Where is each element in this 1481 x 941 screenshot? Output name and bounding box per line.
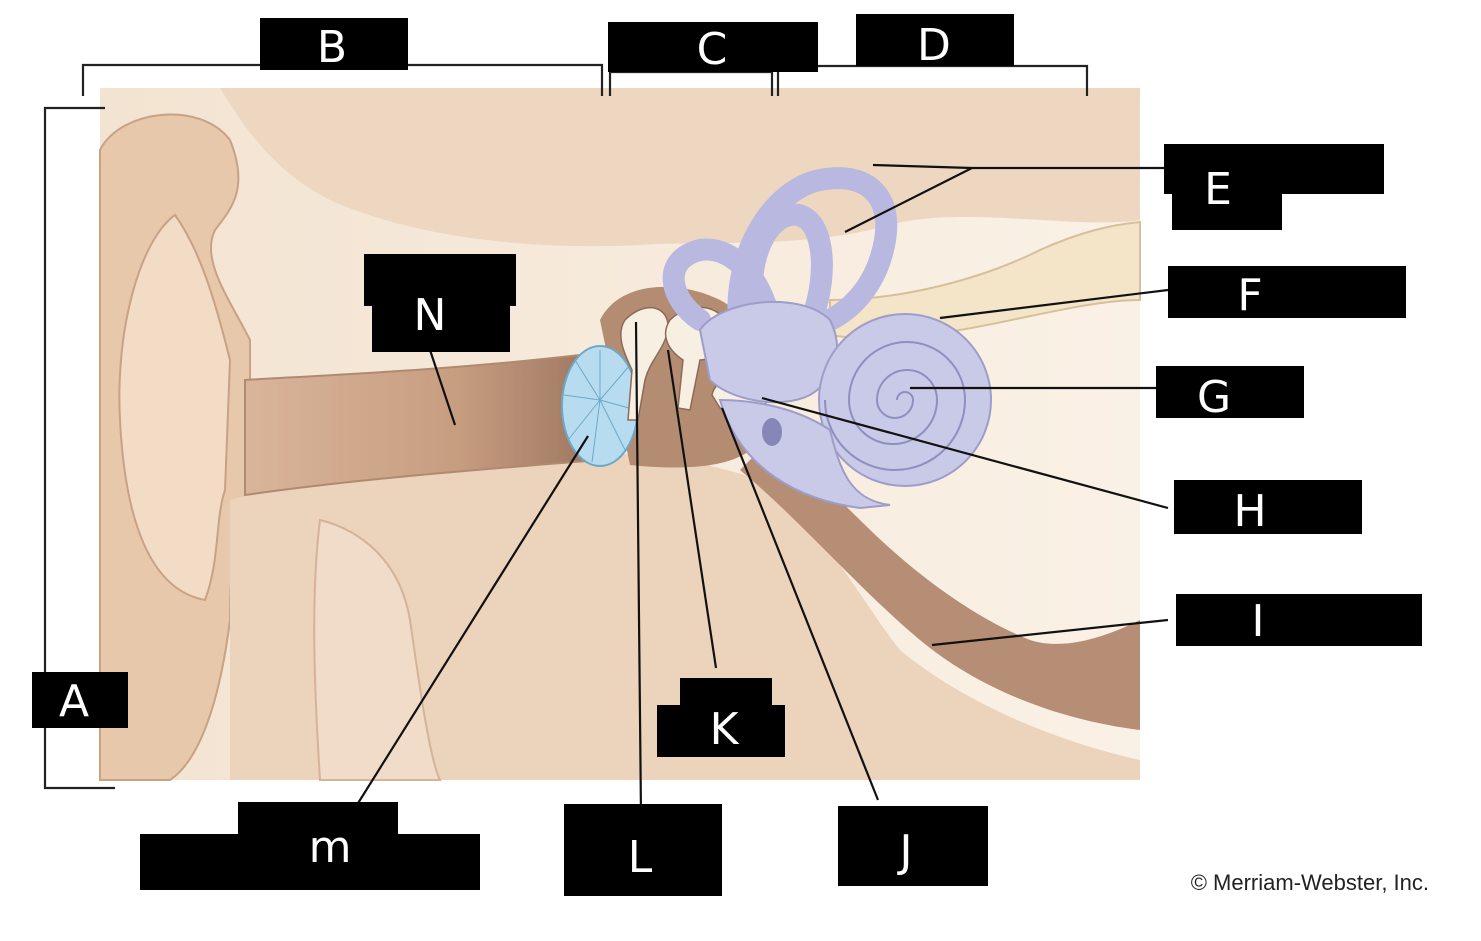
label-a: A [32, 672, 128, 728]
mastoid-tissue [313, 518, 442, 781]
leader-f [939, 288, 1169, 320]
cochlear-base [718, 398, 891, 510]
label-f: F [1168, 266, 1406, 321]
label-c-text: C [697, 24, 728, 75]
label-i: I [1176, 594, 1422, 647]
label-n-text: N [414, 290, 447, 341]
label-n: N [364, 254, 516, 352]
bracket-a [43, 106, 115, 790]
copyright-notice: © Merriam-Webster, Inc. [1190, 870, 1429, 895]
leader-lines [354, 163, 1169, 816]
skull-upper [220, 88, 1140, 247]
auricle-fold [118, 213, 232, 602]
label-j-text: J [897, 826, 913, 877]
vestibule [698, 300, 839, 404]
label-e: E [1164, 144, 1384, 230]
label-d-text: D [917, 20, 951, 71]
malleus [620, 306, 669, 421]
leader-k [666, 349, 718, 669]
label-m: m [140, 802, 480, 890]
label-g-text: G [1197, 372, 1231, 423]
label-f-text: F [1237, 270, 1262, 321]
leader-i [931, 618, 1169, 647]
label-h: H [1174, 480, 1362, 537]
semicircular-canals [662, 167, 898, 341]
label-b-text: B [317, 22, 347, 73]
label-k-text: K [710, 704, 740, 755]
label-e-text: E [1204, 164, 1232, 215]
lower-tissue [230, 453, 1140, 780]
label-h-text: H [1233, 486, 1266, 537]
leader-m [354, 435, 589, 809]
leader-n [428, 349, 457, 426]
leader-l [634, 321, 643, 816]
leader-h [761, 396, 1169, 510]
label-d: D [856, 14, 1014, 71]
label-l-text: L [628, 832, 653, 883]
label-b: B [260, 18, 408, 73]
leader-j [720, 407, 880, 801]
label-i-text: I [1252, 596, 1265, 647]
round-window [762, 418, 782, 446]
cochlea [818, 313, 992, 487]
label-j: J [838, 806, 988, 886]
label-a-text: A [59, 676, 89, 727]
label-g: G [1156, 366, 1304, 423]
label-c: C [608, 22, 818, 75]
leader-e [844, 163, 1168, 233]
label-m-text: m [309, 822, 352, 873]
label-l: L [564, 804, 722, 896]
eustachian-tube [740, 450, 1140, 730]
label-k: K [657, 678, 785, 757]
